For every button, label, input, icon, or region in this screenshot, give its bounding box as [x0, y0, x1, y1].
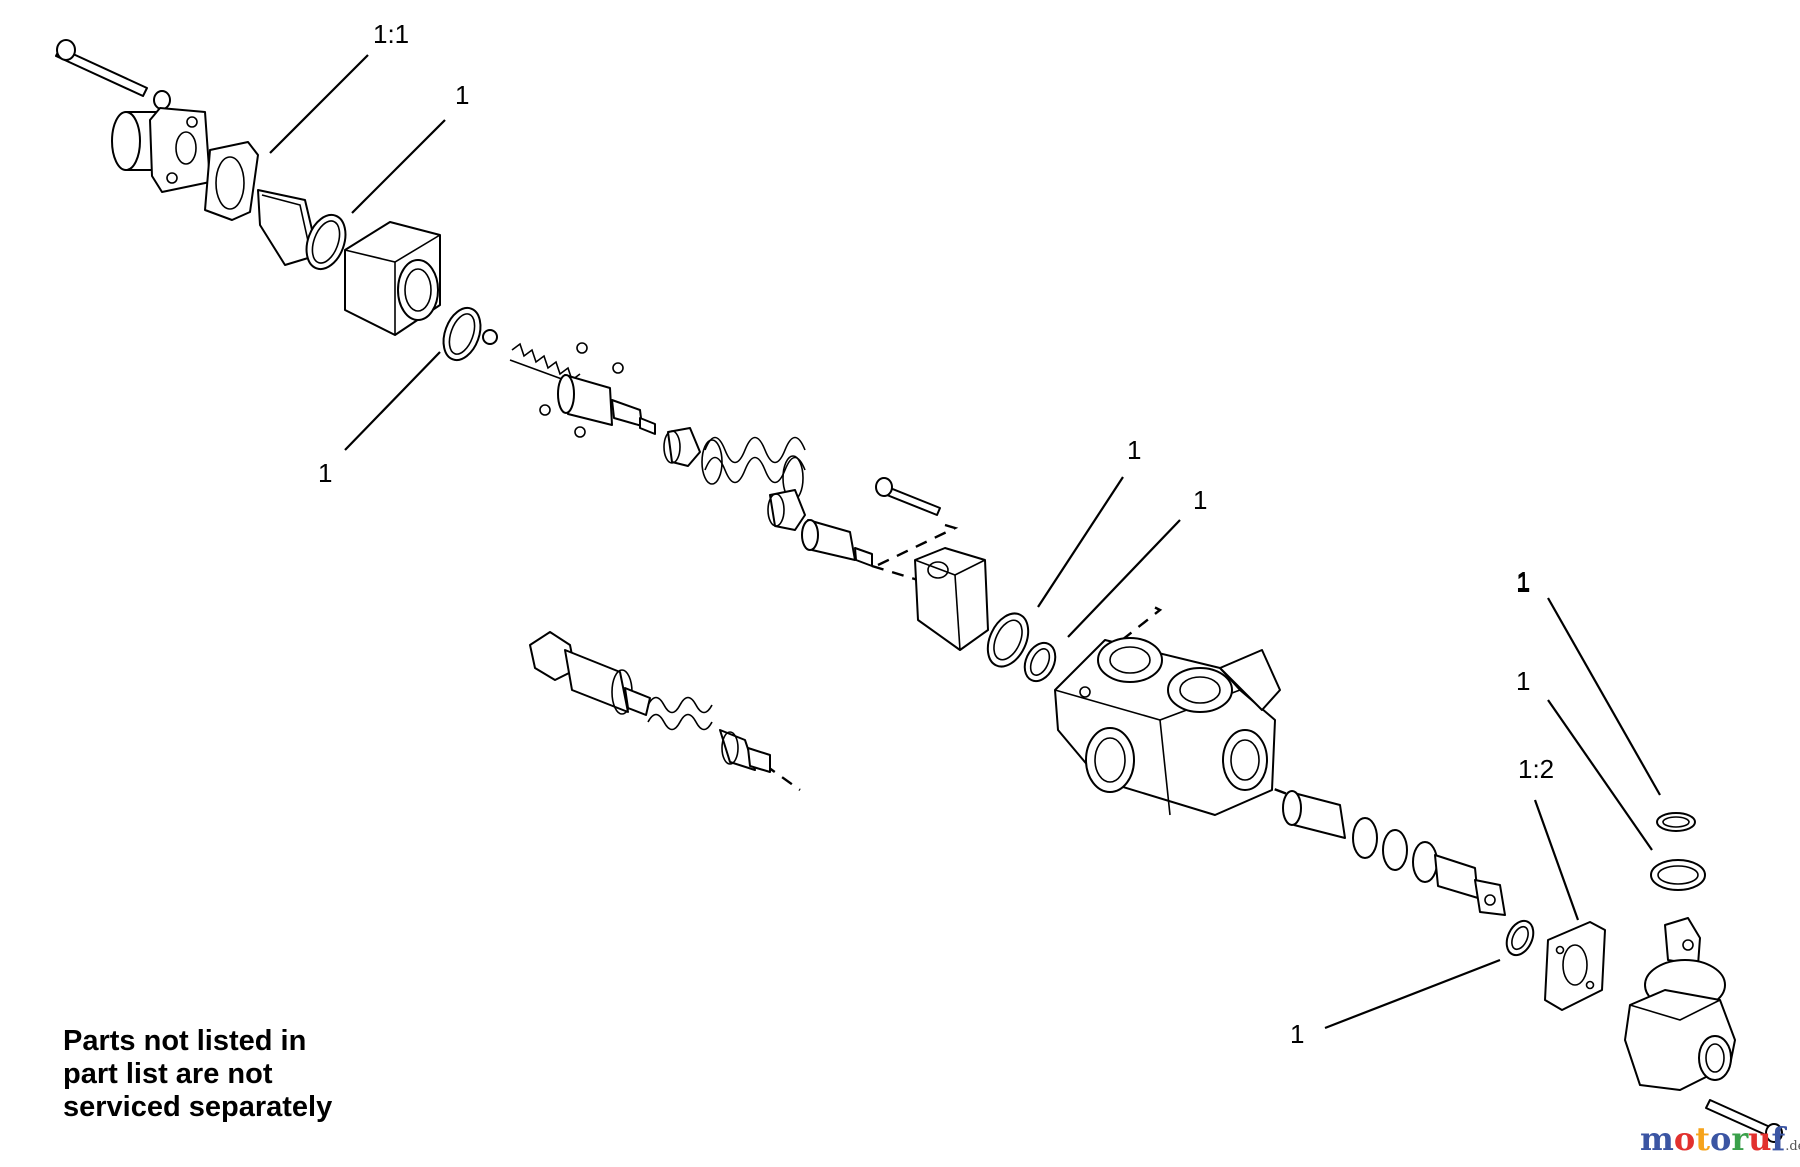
cap-bolt — [875, 477, 941, 516]
o-ring-upper-inner — [311, 220, 341, 264]
end-cap — [111, 107, 211, 193]
o-ring-lower-inner — [448, 313, 476, 355]
detent-spool — [539, 342, 656, 438]
body-o-ring-small — [1023, 641, 1057, 683]
main-spool — [1282, 790, 1506, 916]
second-retainer — [767, 489, 806, 531]
callout-label: 1 — [1290, 1019, 1304, 1049]
motoruf-logo: motoruf.de — [1640, 1120, 1800, 1158]
leader-3 — [344, 351, 441, 451]
detent-cap-block — [914, 547, 989, 651]
relief-cartridge — [529, 631, 771, 773]
parts-note: Parts not listed in part list are not se… — [63, 1025, 332, 1124]
body-o-ring-large-inner — [993, 619, 1023, 661]
callout-label: 1:2 — [1518, 754, 1554, 784]
square-block — [344, 221, 441, 336]
gasket-1-2 — [1544, 921, 1606, 1011]
bottom-bolt — [1705, 1099, 1783, 1143]
body-o-ring-large — [986, 612, 1030, 668]
right-o-ring-large-inner — [1657, 865, 1699, 885]
gasket-1-1 — [204, 141, 259, 221]
spring-retainer — [663, 427, 701, 467]
ball — [482, 329, 498, 345]
top-bolt — [55, 39, 171, 110]
leader-9 — [1324, 958, 1501, 1030]
leader-6 — [1547, 597, 1661, 796]
logo-letter: f — [1771, 1120, 1786, 1158]
sleeve — [257, 189, 319, 266]
plunger — [801, 519, 873, 567]
right-o-ring-small — [1656, 812, 1696, 832]
logo-letter: o — [1709, 1120, 1732, 1158]
right-o-ring-large — [1650, 859, 1706, 891]
o-ring-upper — [305, 213, 347, 271]
alignment-line-cap — [877, 523, 959, 567]
alignment-line-spool — [871, 564, 919, 582]
logo-letter: r — [1731, 1120, 1749, 1158]
logo-letter: u — [1748, 1120, 1772, 1158]
bottom-o-ring — [1505, 919, 1535, 957]
parts-note-line: Parts not listed in — [63, 1025, 307, 1057]
logo-letter: m — [1640, 1120, 1674, 1158]
logo-tld: .de — [1785, 1139, 1800, 1154]
callout-label: 1 — [1516, 566, 1530, 596]
callout-label: 1 — [455, 80, 469, 110]
leader-8 — [1533, 799, 1580, 921]
lever-housing — [1624, 917, 1736, 1091]
callout-label: 1 — [1516, 666, 1530, 696]
small-spring — [509, 342, 581, 383]
leader-2 — [351, 119, 446, 214]
valve-body — [1054, 637, 1281, 816]
parts-note-line: serviced separately — [63, 1091, 333, 1123]
parts-note-line: part list are not — [63, 1058, 273, 1090]
right-o-ring-small-inner — [1662, 816, 1690, 828]
logo-letter: o — [1673, 1120, 1696, 1158]
alignment-line-body — [1121, 603, 1163, 641]
callout-label: 1:1 — [373, 19, 409, 49]
logo-letter: t — [1695, 1120, 1710, 1158]
callout-label: 1 — [1193, 485, 1207, 515]
o-ring-lower — [442, 306, 482, 362]
leader-1 — [269, 54, 369, 154]
callout-label: 1 — [1516, 568, 1530, 598]
leader-7 — [1547, 699, 1653, 851]
leader-5 — [1067, 519, 1181, 638]
leader-4 — [1037, 476, 1124, 608]
callout-label: 1 — [1127, 435, 1141, 465]
bottom-o-ring-inner — [1511, 925, 1529, 951]
callout-label: 1 — [318, 458, 332, 488]
body-o-ring-small-inner — [1029, 648, 1051, 676]
